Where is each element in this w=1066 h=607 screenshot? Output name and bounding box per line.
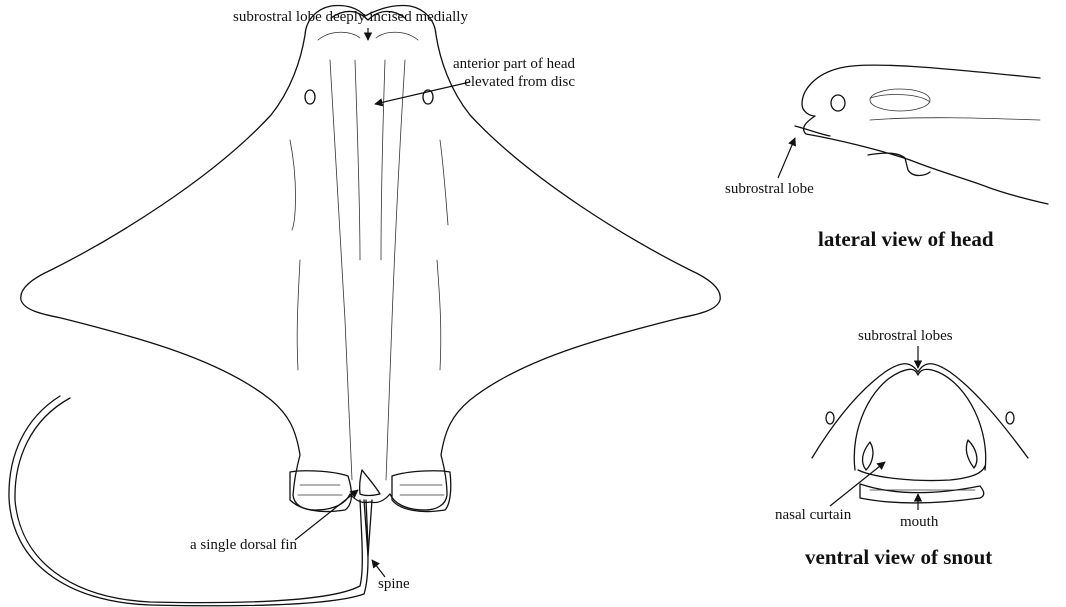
disc-outline — [21, 5, 721, 510]
label-subrostral-lobes: subrostral lobes — [858, 328, 953, 344]
label-spine: spine — [378, 576, 410, 592]
ventral-snout-view — [812, 364, 1028, 503]
label-mouth: mouth — [900, 514, 939, 530]
label-anterior-head-2: elevated from disc — [464, 74, 575, 90]
ventral-mouth — [860, 484, 984, 503]
lateral-eye — [831, 95, 845, 111]
ventral-view-caption: ventral view of snout — [805, 545, 992, 569]
label-subrostral-deeply-incised: subrostral lobe deeply incised medially — [233, 9, 468, 25]
label-anterior-head-1: anterior part of head — [453, 56, 576, 72]
lateral-head-view — [795, 65, 1048, 204]
left-eye — [305, 90, 315, 104]
label-nasal-curtain: nasal curtain — [775, 507, 852, 523]
tail — [15, 398, 362, 603]
lateral-spiracle — [870, 89, 930, 111]
ventral-left-nostril — [863, 442, 873, 470]
ventral-right-eye — [1006, 412, 1014, 424]
ventral-right-nostril — [966, 440, 976, 468]
ventral-snout-outline — [812, 364, 1028, 458]
lateral-head-outline — [802, 65, 1048, 204]
dorsal-view — [9, 5, 720, 605]
dorsal-fin — [360, 470, 380, 496]
ventral-left-eye — [826, 412, 834, 424]
label-dorsal-fin: a single dorsal fin — [190, 537, 298, 553]
label-lateral-subrostral: subrostral lobe — [725, 181, 814, 197]
lateral-view-caption: lateral view of head — [818, 227, 994, 251]
